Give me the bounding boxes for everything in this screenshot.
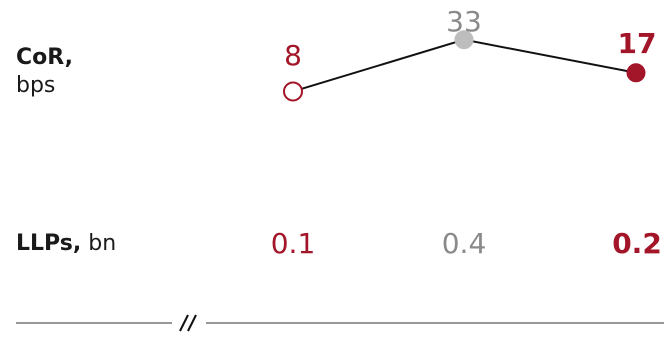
cor-point-2 <box>454 30 474 50</box>
llp-value-3: 0.2 <box>612 227 662 260</box>
llp-value-1: 0.1 <box>270 227 316 260</box>
cor-label-unit: bps <box>16 73 56 98</box>
axis-break-slash-2 <box>187 314 197 332</box>
llp-label-bold: LLPs, <box>16 231 82 256</box>
cor-point-1 <box>283 81 303 102</box>
cor-point-3 <box>626 63 646 83</box>
cor-value-label-3: 17 <box>617 27 657 60</box>
cor-value-label-1: 8 <box>284 39 302 72</box>
cor-value-label-2: 33 <box>446 5 482 38</box>
llp-row-label: LLPs, bn <box>16 230 116 258</box>
llp-value-2: 0.4 <box>441 227 487 260</box>
axis-break-slash-1 <box>179 314 189 332</box>
cor-row-label: CoR, bps <box>16 44 73 100</box>
llp-label-unit: bn <box>88 231 117 256</box>
cor-label-bold: CoR, <box>16 45 73 70</box>
